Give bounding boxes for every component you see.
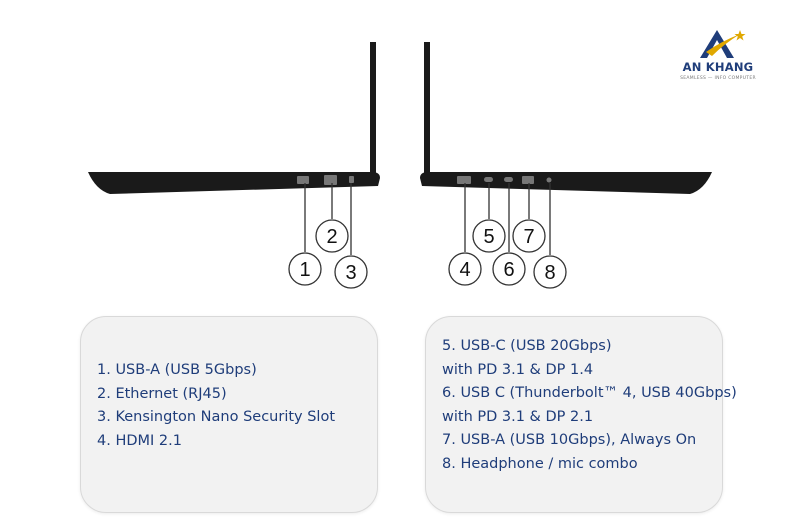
- logo-swoosh-icon: [706, 34, 740, 56]
- callout-8: 8: [533, 255, 567, 289]
- list-item: 2. Ethernet (RJ45): [97, 385, 227, 402]
- port-ethernet: [324, 175, 337, 185]
- ports-list-right-panel: 5. USB-C (USB 20Gbps) with PD 3.1 & DP 1…: [425, 316, 737, 513]
- port-usb-c-2: [504, 177, 513, 182]
- callout-3: 3: [334, 255, 368, 289]
- callout-4-label: 4: [459, 259, 470, 281]
- callout-6: 6: [492, 252, 526, 286]
- list-item: 7. USB-A (USB 10Gbps), Always On: [442, 432, 697, 449]
- port-usb-a-right: [522, 176, 534, 184]
- list-item: 8. Headphone / mic combo: [442, 455, 638, 472]
- list-item: 5. USB-C (USB 20Gbps): [442, 338, 612, 354]
- port-usb-a-left: [297, 176, 309, 184]
- list-item: with PD 3.1 & DP 1.4: [442, 361, 594, 378]
- callout-5: 5: [472, 219, 506, 253]
- callout-6-label: 6: [503, 259, 514, 281]
- callout-1: 1: [288, 252, 322, 286]
- laptop-left-lid: [370, 42, 376, 184]
- list-item: 4. HDMI 2.1: [97, 432, 182, 449]
- callout-4: 4: [448, 252, 482, 286]
- callout-7: 7: [512, 219, 546, 253]
- callout-leaders: [304, 183, 551, 255]
- list-item: 3. Kensington Nano Security Slot: [97, 409, 336, 426]
- ports-list-right: 5. USB-C (USB 20Gbps) with PD 3.1 & DP 1…: [442, 335, 737, 477]
- callout-5-label: 5: [483, 226, 494, 248]
- callout-1-label: 1: [299, 259, 310, 281]
- logo-wordmark: AN KHANG: [682, 60, 754, 74]
- ports-list-left-panel: 1. USB-A (USB 5Gbps) 2. Ethernet (RJ45) …: [80, 316, 378, 513]
- callout-3-label: 3: [345, 262, 356, 284]
- list-item: with PD 3.1 & DP 2.1: [442, 408, 594, 425]
- port-kensington: [349, 176, 354, 183]
- logo-star-icon: [734, 30, 746, 41]
- laptop-right-base: [420, 172, 712, 194]
- port-audio-jack: [546, 177, 552, 183]
- logo-a-shape-icon: [700, 30, 734, 58]
- port-usb-c-1: [484, 177, 493, 182]
- callout-7-label: 7: [523, 226, 534, 248]
- an-khang-logo-mark: [700, 30, 746, 58]
- callout-2: 2: [315, 219, 349, 253]
- laptop-right-side: [420, 42, 712, 194]
- logo-tagline: SEAMLESS — INFO COMPUTER: [680, 76, 756, 81]
- ports-list-left: 1. USB-A (USB 5Gbps) 2. Ethernet (RJ45) …: [97, 359, 335, 453]
- list-item: 1. USB-A (USB 5Gbps): [97, 362, 257, 378]
- list-item: 6. USB C (Thunderbolt™ 4, USB 40Gbps): [442, 385, 737, 402]
- port-hdmi: [457, 176, 471, 184]
- callout-8-label: 8: [544, 262, 555, 284]
- laptop-right-lid: [424, 42, 430, 184]
- laptop-left-side: [88, 42, 380, 194]
- callout-2-label: 2: [326, 226, 337, 248]
